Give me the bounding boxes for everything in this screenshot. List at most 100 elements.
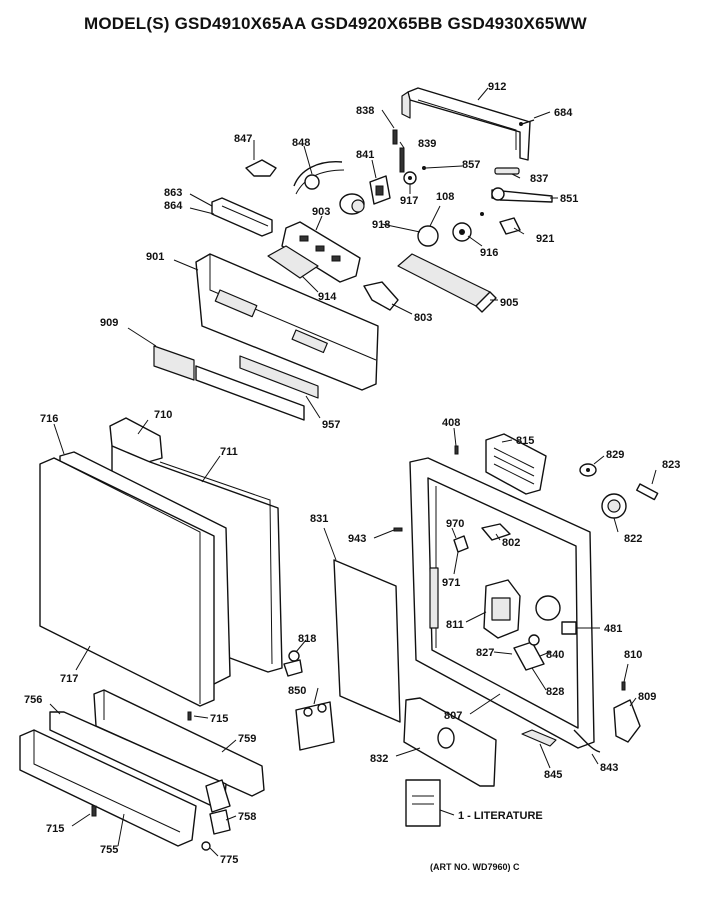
part-843-spring	[573, 729, 601, 753]
part-850-bracket	[295, 701, 335, 751]
label-408: 408	[442, 417, 460, 429]
label-970: 970	[446, 518, 464, 530]
label-863: 863	[164, 187, 182, 199]
label-823: 823	[662, 459, 680, 471]
label-807: 807	[444, 710, 462, 722]
part-863-864-bar	[211, 197, 273, 237]
label-758: 758	[238, 811, 256, 823]
part-917-nut	[403, 171, 417, 185]
label-759: 759	[238, 733, 256, 745]
page-title: MODEL(S) GSD4910X65AA GSD4920X65BB GSD49…	[84, 14, 587, 33]
part-848-harness	[293, 161, 345, 195]
label-921: 921	[536, 233, 554, 245]
label-775: 775	[220, 854, 238, 866]
part-810-screw	[621, 681, 626, 691]
part-957-panel	[195, 355, 319, 421]
label-903: 903	[312, 206, 330, 218]
label-838: 838	[356, 105, 374, 117]
part-909-overlay	[153, 345, 195, 381]
label-811: 811	[446, 619, 464, 631]
part-802-latch	[481, 523, 511, 541]
label-918: 918	[372, 219, 390, 231]
part-823-pin	[636, 483, 659, 501]
part-755-kick-plate	[19, 729, 197, 847]
part-840-bracket	[513, 634, 545, 671]
part-916-knob	[417, 222, 472, 247]
label-916: 916	[480, 247, 498, 259]
label-756: 756	[24, 694, 42, 706]
part-717-door-panel	[39, 457, 215, 707]
label-851: 851	[560, 193, 578, 205]
label-901: 901	[146, 251, 164, 263]
label-850: 850	[288, 685, 306, 697]
label-818: 818	[298, 633, 316, 645]
label-831: 831	[310, 513, 328, 525]
label-684: 684	[554, 107, 573, 119]
part-838-screw	[392, 129, 398, 145]
part-918-knob	[339, 193, 365, 215]
label-957: 957	[322, 419, 340, 431]
label-837: 837	[530, 173, 548, 185]
part-775-screw	[201, 841, 211, 851]
label-845: 845	[544, 769, 562, 781]
part-408-screw	[454, 445, 459, 455]
part-831-insulation	[333, 559, 401, 723]
label-843: 843	[600, 762, 618, 774]
part-684-screw	[519, 119, 535, 126]
part-839-screw	[399, 147, 405, 173]
label-827: 827	[476, 647, 494, 659]
label-710: 710	[154, 409, 172, 421]
part-903-control-board	[281, 221, 361, 283]
part-715-screw-a	[187, 711, 192, 721]
label-108: 108	[436, 191, 454, 203]
label-815: 815	[516, 435, 534, 447]
label-840: 840	[546, 649, 564, 661]
part-815-vent	[485, 433, 547, 495]
label-857: 857	[462, 159, 480, 171]
part-914-membrane	[267, 245, 319, 279]
label-810: 810	[624, 649, 642, 661]
label-715a: 715	[210, 713, 228, 725]
label-809: 809	[638, 691, 656, 703]
literature-label: 1 - LITERATURE	[458, 810, 543, 822]
part-901-console	[195, 253, 379, 391]
part-847-clip	[245, 159, 277, 177]
label-832: 832	[370, 753, 388, 765]
label-917: 917	[400, 195, 418, 207]
part-803-hinge	[363, 281, 399, 311]
label-822: 822	[624, 533, 642, 545]
art-number: (ART NO. WD7960) C	[430, 862, 520, 872]
part-829-cap	[579, 463, 597, 477]
part-809-hinge	[613, 699, 641, 743]
part-811-dispenser	[483, 579, 521, 639]
label-481: 481	[604, 623, 622, 635]
label-839: 839	[418, 138, 436, 150]
part-822-knob	[601, 493, 627, 519]
part-715-screw-b	[91, 805, 97, 817]
part-943-screw	[393, 527, 403, 532]
part-758-hinge	[205, 779, 231, 835]
label-755: 755	[100, 844, 118, 856]
part-905-circuit-board	[397, 253, 497, 313]
part-841-switch	[369, 175, 391, 205]
leader-lines	[49, 87, 657, 857]
part-481-rinse-aid	[535, 595, 577, 635]
label-711: 711	[220, 446, 238, 458]
label-841: 841	[356, 149, 374, 161]
label-909: 909	[100, 317, 118, 329]
part-818-clip	[283, 650, 303, 677]
label-848: 848	[292, 137, 310, 149]
label-716: 716	[40, 413, 58, 425]
label-802: 802	[502, 537, 520, 549]
label-847: 847	[234, 133, 252, 145]
part-970-clip	[453, 535, 469, 553]
part-857-fastener	[422, 166, 484, 216]
part-851-lever	[491, 187, 553, 203]
part-921-clip	[499, 217, 521, 235]
label-914: 914	[318, 291, 337, 303]
part-832-insulation	[403, 697, 497, 787]
part-837-spring	[494, 167, 520, 175]
label-829: 829	[606, 449, 624, 461]
label-864: 864	[164, 200, 183, 212]
